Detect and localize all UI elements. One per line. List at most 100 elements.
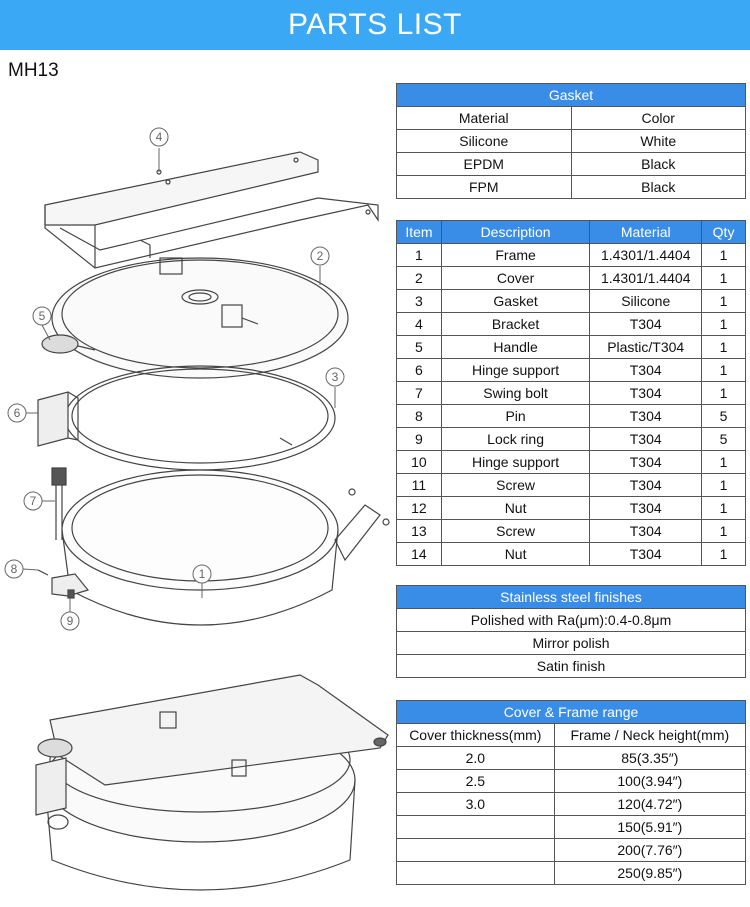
range-row-cell: 2.5	[396, 769, 555, 793]
parts-row-cell: 3	[396, 289, 442, 313]
parts-row-cell: 1	[701, 519, 746, 543]
parts-row-cell: 1	[701, 381, 746, 405]
parts-row-cell: Frame	[440, 243, 591, 267]
gasket-cell: FPM	[396, 175, 572, 199]
callout-label: 2	[317, 249, 324, 263]
exploded-view-drawing: 4 2 3 5 6 7 8 9 1	[4, 127, 390, 891]
parts-row-cell: 5	[396, 335, 442, 359]
parts-row-cell: Pin	[440, 404, 591, 428]
range-table: Cover & Frame range Cover thickness(mm) …	[396, 700, 747, 885]
range-title: Cover & Frame range	[396, 700, 746, 724]
range-row-cell: 150(5.91″)	[553, 815, 747, 839]
parts-row-cell: 10	[396, 450, 442, 474]
range-header: Cover thickness(mm)	[396, 723, 555, 747]
parts-row-cell: Silicone	[589, 289, 703, 313]
parts-header: Description	[440, 220, 591, 244]
gasket-cell: White	[570, 129, 746, 153]
parts-row-cell: 1	[701, 312, 746, 336]
finish-row: Polished with Ra(μm):0.4-0.8μm	[396, 608, 746, 632]
parts-row-cell: Lock ring	[440, 427, 591, 451]
parts-row-cell: 13	[396, 519, 442, 543]
parts-row-cell: 5	[701, 404, 746, 428]
gasket-header: Color	[570, 106, 746, 130]
range-row-cell: 200(7.76″)	[553, 838, 747, 862]
parts-row-cell: T304	[589, 358, 703, 382]
parts-row-cell: 14	[396, 542, 442, 566]
parts-row-cell: 1	[701, 450, 746, 474]
finishes-title: Stainless steel finishes	[396, 585, 746, 609]
callout-label: 8	[11, 562, 18, 576]
callout-label: 6	[14, 406, 21, 420]
callout-label: 3	[332, 370, 339, 384]
parts-row-cell: 5	[701, 427, 746, 451]
parts-row-cell: 8	[396, 404, 442, 428]
range-row-cell	[396, 815, 555, 839]
parts-row-cell: Screw	[440, 473, 591, 497]
parts-header: Material	[589, 220, 703, 244]
range-row-cell: 85(3.35″)	[553, 746, 747, 770]
parts-row-cell: T304	[589, 542, 703, 566]
parts-row-cell: Hinge support	[440, 358, 591, 382]
parts-row-cell: 7	[396, 381, 442, 405]
parts-row-cell: 6	[396, 358, 442, 382]
parts-row-cell: T304	[589, 381, 703, 405]
parts-row-cell: 1	[701, 496, 746, 520]
parts-row-cell: Swing bolt	[440, 381, 591, 405]
parts-header: Item	[396, 220, 442, 244]
parts-row-cell: 1	[701, 473, 746, 497]
parts-row-cell: Bracket	[440, 312, 591, 336]
parts-row-cell: T304	[589, 519, 703, 543]
parts-row-cell: T304	[589, 404, 703, 428]
gasket-cell: Black	[570, 175, 746, 199]
range-row: 250(9.85″)	[396, 861, 747, 885]
parts-row-cell: Nut	[440, 542, 591, 566]
gasket-cell: Black	[570, 152, 746, 176]
range-row: 150(5.91″)	[396, 815, 747, 839]
parts-row-cell: Gasket	[440, 289, 591, 313]
parts-row-cell: 1	[701, 266, 746, 290]
parts-row-cell: 4	[396, 312, 442, 336]
gasket-header: Material	[396, 106, 572, 130]
parts-row-cell: Cover	[440, 266, 591, 290]
parts-row-cell: Plastic/T304	[589, 335, 703, 359]
range-row-cell: 2.0	[396, 746, 555, 770]
gasket-cell: Silicone	[396, 129, 572, 153]
parts-row-cell: 1	[701, 289, 746, 313]
model-label: MH13	[8, 60, 59, 81]
page-banner: PARTS LIST	[0, 0, 750, 50]
parts-header: Qty	[701, 220, 746, 244]
callout-label: 7	[30, 494, 37, 508]
parts-row-cell: 1	[396, 243, 442, 267]
range-row-cell	[396, 861, 555, 885]
parts-row-cell: 1	[701, 542, 746, 566]
parts-row-cell: T304	[589, 496, 703, 520]
callout-label: 5	[39, 309, 46, 323]
gasket-cell: EPDM	[396, 152, 572, 176]
finish-row: Mirror polish	[396, 631, 746, 655]
parts-row-cell: Hinge support	[440, 450, 591, 474]
callout-label: 4	[156, 130, 163, 144]
range-row-cell: 120(4.72″)	[553, 792, 747, 816]
parts-row-cell: 12	[396, 496, 442, 520]
parts-row-cell: T304	[589, 312, 703, 336]
parts-row-cell: T304	[589, 473, 703, 497]
parts-row-cell: 1.4301/1.4404	[589, 266, 703, 290]
parts-row-cell: T304	[589, 427, 703, 451]
